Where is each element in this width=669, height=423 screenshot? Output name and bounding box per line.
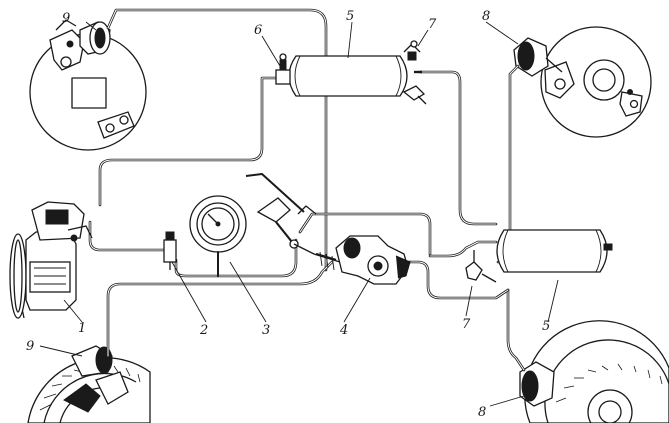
label-pressure-regulator: 2 bbox=[199, 323, 208, 338]
receiver-rear bbox=[496, 229, 613, 273]
drain-valve-top bbox=[402, 40, 427, 105]
brake-pedal bbox=[245, 173, 341, 263]
label-receiver-rear: 5 bbox=[542, 319, 550, 334]
label-safety-valve: 6 bbox=[254, 23, 262, 38]
callout-labels: 9 6 5 7 8 1 2 3 4 7 5 9 8 bbox=[26, 9, 550, 420]
brake-chamber-front-left bbox=[79, 21, 111, 55]
drain-valve-bottom bbox=[465, 250, 497, 283]
pressure-gauge bbox=[189, 195, 247, 277]
safety-valve bbox=[275, 53, 291, 85]
brake-chamber-front-right bbox=[513, 37, 563, 77]
wheel-front-left bbox=[29, 19, 147, 151]
label-drain-valve-top: 7 bbox=[428, 17, 437, 32]
label-brake-valve: 4 bbox=[339, 323, 348, 338]
pressure-regulator bbox=[163, 231, 177, 270]
wheel-rear-left bbox=[27, 357, 151, 423]
label-brake-chamber-rear-left: 9 bbox=[26, 339, 34, 354]
brake-chamber-rear-right bbox=[519, 361, 555, 407]
label-compressor: 1 bbox=[78, 321, 86, 336]
brake-valve bbox=[315, 235, 411, 285]
label-brake-chamber-front-right: 8 bbox=[482, 9, 490, 24]
label-brake-chamber-rear-right: 8 bbox=[478, 405, 486, 420]
label-drain-valve-bottom: 7 bbox=[462, 317, 471, 332]
receiver-front bbox=[288, 55, 422, 97]
label-pressure-gauge: 3 bbox=[262, 323, 270, 338]
label-brake-chamber-front-left: 9 bbox=[62, 11, 70, 26]
leader-lines bbox=[39, 21, 559, 407]
label-receiver-front: 5 bbox=[346, 9, 354, 24]
compressor bbox=[9, 201, 93, 319]
wheel-front-right bbox=[540, 26, 652, 138]
